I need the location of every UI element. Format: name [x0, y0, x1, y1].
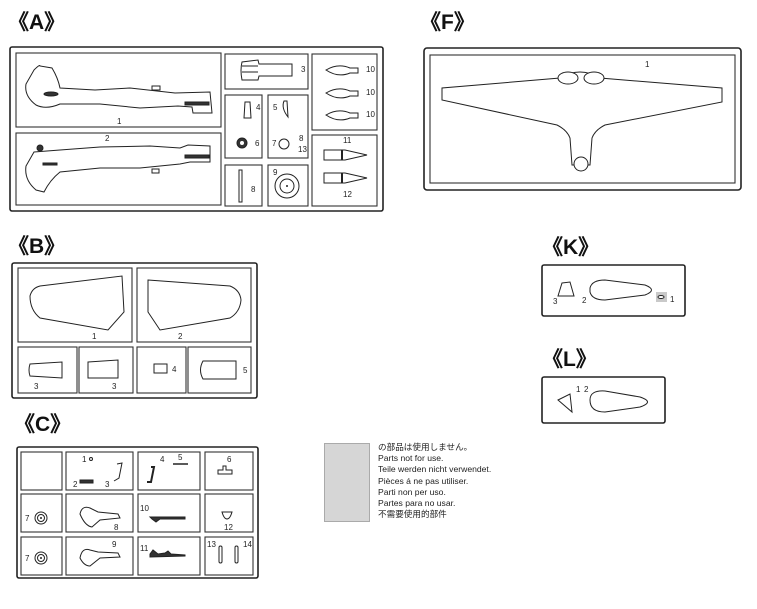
part-label: 10: [140, 504, 149, 513]
part-label: 1: [670, 295, 675, 304]
part-label: 2: [105, 134, 110, 143]
part-label: 8: [114, 523, 119, 532]
legend-line-es: Partes para no usar.: [378, 498, 456, 509]
part-label: 11: [140, 544, 149, 553]
part-label: 12: [343, 190, 352, 199]
part-label: 7: [25, 514, 30, 523]
legend-line-fr: Pièces á ne pas utiliser.: [378, 475, 469, 486]
part-label: 9: [273, 168, 278, 177]
wing-upper-part: [441, 71, 723, 166]
part-label: 8: [251, 185, 256, 194]
legend-line-de: Teile werden nicht verwendet.: [378, 464, 492, 475]
part-label: 1: [576, 385, 581, 394]
section-title-k: 《K》: [542, 235, 599, 259]
legend-line-zh: 不需要使用的部件: [378, 509, 447, 520]
section-title-c: 《C》: [14, 412, 71, 436]
sprue-k: 《K》 3 2 1: [541, 235, 686, 317]
part-label: 4: [172, 365, 177, 374]
sprue-f: 《F》 1: [420, 10, 742, 191]
part-label: 1: [92, 332, 97, 341]
part-label: 12: [224, 523, 233, 532]
sprue-l: 《L》 1 2: [541, 347, 666, 424]
part-label: 6: [255, 139, 260, 148]
part-label: 5: [178, 453, 183, 462]
sprue-a: 《A》 1 2 3 4 5 6 7 8 13: [8, 10, 384, 212]
part-label: 2: [178, 332, 183, 341]
unused-parts-legend: の部品は使用しません。 Parts not for use. Teile wer…: [378, 442, 491, 520]
fuselage-left-part: [25, 65, 213, 114]
sprue-b: 《B》 1 2 3 3 4 5: [8, 234, 258, 399]
part-label: 1: [82, 455, 87, 464]
part-label: 2: [582, 296, 587, 305]
part-label: 8: [299, 134, 304, 143]
section-title-b: 《B》: [8, 234, 65, 258]
sprue-c: 《C》 1 2 3 4 5 6 7 8 10 12 7: [14, 412, 259, 579]
part-label: 10: [366, 88, 375, 97]
section-title-a: 《A》: [8, 10, 65, 34]
part-label: 13: [298, 145, 307, 154]
section-title-l: 《L》: [542, 347, 597, 371]
part-label: 3: [112, 382, 117, 391]
part-label: 13: [207, 540, 216, 549]
part-label: 11: [343, 136, 352, 145]
part-label: 7: [25, 554, 30, 563]
part-label: 3: [301, 65, 306, 74]
part-label: 3: [553, 297, 558, 306]
fuselage-right-part: [25, 144, 211, 193]
part-label: 10: [366, 65, 375, 74]
legend-line-ja: の部品は使用しません。: [378, 442, 473, 452]
part-label: 1: [117, 117, 122, 126]
unused-parts-swatch: [324, 443, 370, 522]
part-label: 14: [243, 540, 252, 549]
part-label: 6: [227, 455, 232, 464]
part-label: 5: [273, 103, 278, 112]
part-label: 9: [112, 540, 117, 549]
part-label: 3: [105, 480, 110, 489]
part-label: 4: [256, 103, 261, 112]
part-label: 10: [366, 110, 375, 119]
part-label: 4: [160, 455, 165, 464]
legend-line-en: Parts not for use.: [378, 453, 444, 464]
part-label: 2: [73, 480, 78, 489]
part-label: 3: [34, 382, 39, 391]
part-label: 7: [272, 139, 277, 148]
legend-line-it: Parti non per uso.: [378, 486, 446, 497]
part-label: 5: [243, 366, 248, 375]
part-label: 2: [584, 385, 589, 394]
part-label: 1: [645, 60, 650, 69]
section-title-f: 《F》: [420, 10, 475, 34]
